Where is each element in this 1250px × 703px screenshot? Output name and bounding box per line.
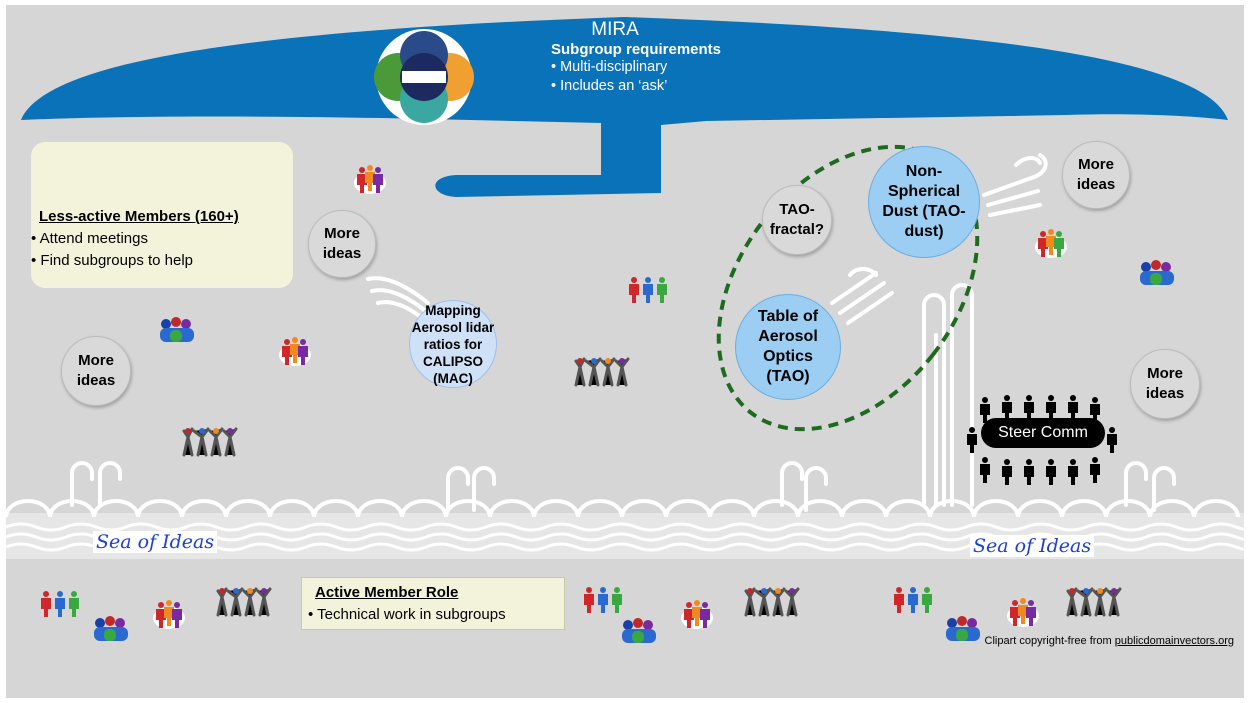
stem-icons [922, 283, 974, 507]
active-member-box: Active Member Role • Technical work in s… [301, 577, 565, 630]
mira-bullet: • Includes an ‘ask’ [551, 78, 668, 94]
mac-bubble: Mapping Aerosol lidar ratios for CALIPSO… [409, 300, 497, 388]
crowd-circle-icon [153, 165, 1067, 629]
slide: MIRA Subgroup requirements • Multi-disci… [6, 5, 1244, 698]
mira-title-block: MIRA Subgroup requirements • Multi-disci… [551, 19, 721, 96]
mira-subtitle: Subgroup requirements [551, 41, 722, 58]
more-ideas-bubble: More ideas [1130, 349, 1200, 419]
diagram-art [6, 17, 1244, 643]
more-ideas-bubble: More ideas [61, 336, 131, 406]
dancing-people-icon [160, 157, 1122, 617]
credit-text: Clipart copyright-free from [984, 635, 1115, 647]
tao-label: Table of Aerosol Optics (TAO) [757, 308, 819, 385]
mira-logo-text: MIRA [413, 66, 435, 73]
less-active-heading: Less-active Members (160+) [39, 208, 239, 225]
active-member-bullet: • Technical work in subgroups [308, 606, 506, 623]
tao-group-ellipse [716, 144, 980, 432]
credit-link[interactable]: publicdomainvectors.org [1114, 635, 1234, 647]
mira-bullet: • Multi-disciplinary [551, 59, 668, 75]
less-active-bullet: • Find subgroups to help [31, 252, 194, 269]
tao-dust-bubble: Non-Spherical Dust (TAO-dust) [868, 146, 980, 258]
mira-logo-icon [374, 29, 474, 125]
tao-fractal-label: TAO-fractal? [769, 201, 825, 238]
more-ideas-label: More ideas [1076, 156, 1116, 193]
less-active-panel: Less-active Members (160+) • Attend meet… [31, 142, 293, 288]
active-member-heading: Active Member Role [315, 584, 459, 601]
wind-gust-icon [366, 153, 1048, 329]
tao-fractal-bubble: TAO-fractal? [762, 185, 832, 255]
more-ideas-label: More ideas [322, 225, 362, 262]
more-ideas-bubble: More ideas [308, 210, 376, 278]
more-ideas-bubble: More ideas [1062, 141, 1130, 209]
sea-of-ideas-label: Sea of Ideas [93, 531, 218, 553]
tao-bubble: Table of Aerosol Optics (TAO) [735, 294, 841, 400]
sea-of-ideas-label: Sea of Ideas [970, 535, 1095, 557]
steer-comm-pill: Steer Comm [981, 418, 1105, 448]
mac-label: Mapping Aerosol lidar ratios for CALIPSO… [411, 302, 495, 386]
credit-line: Clipart copyright-free from publicdomain… [985, 635, 1234, 647]
more-ideas-label: More ideas [76, 352, 116, 389]
mira-title: MIRA [591, 19, 639, 40]
tao-dust-label: Non-Spherical Dust (TAO-dust) [882, 163, 966, 240]
less-active-bullet: • Attend meetings [31, 230, 148, 247]
more-ideas-label: More ideas [1145, 365, 1185, 402]
mira-cloud [21, 17, 1228, 197]
